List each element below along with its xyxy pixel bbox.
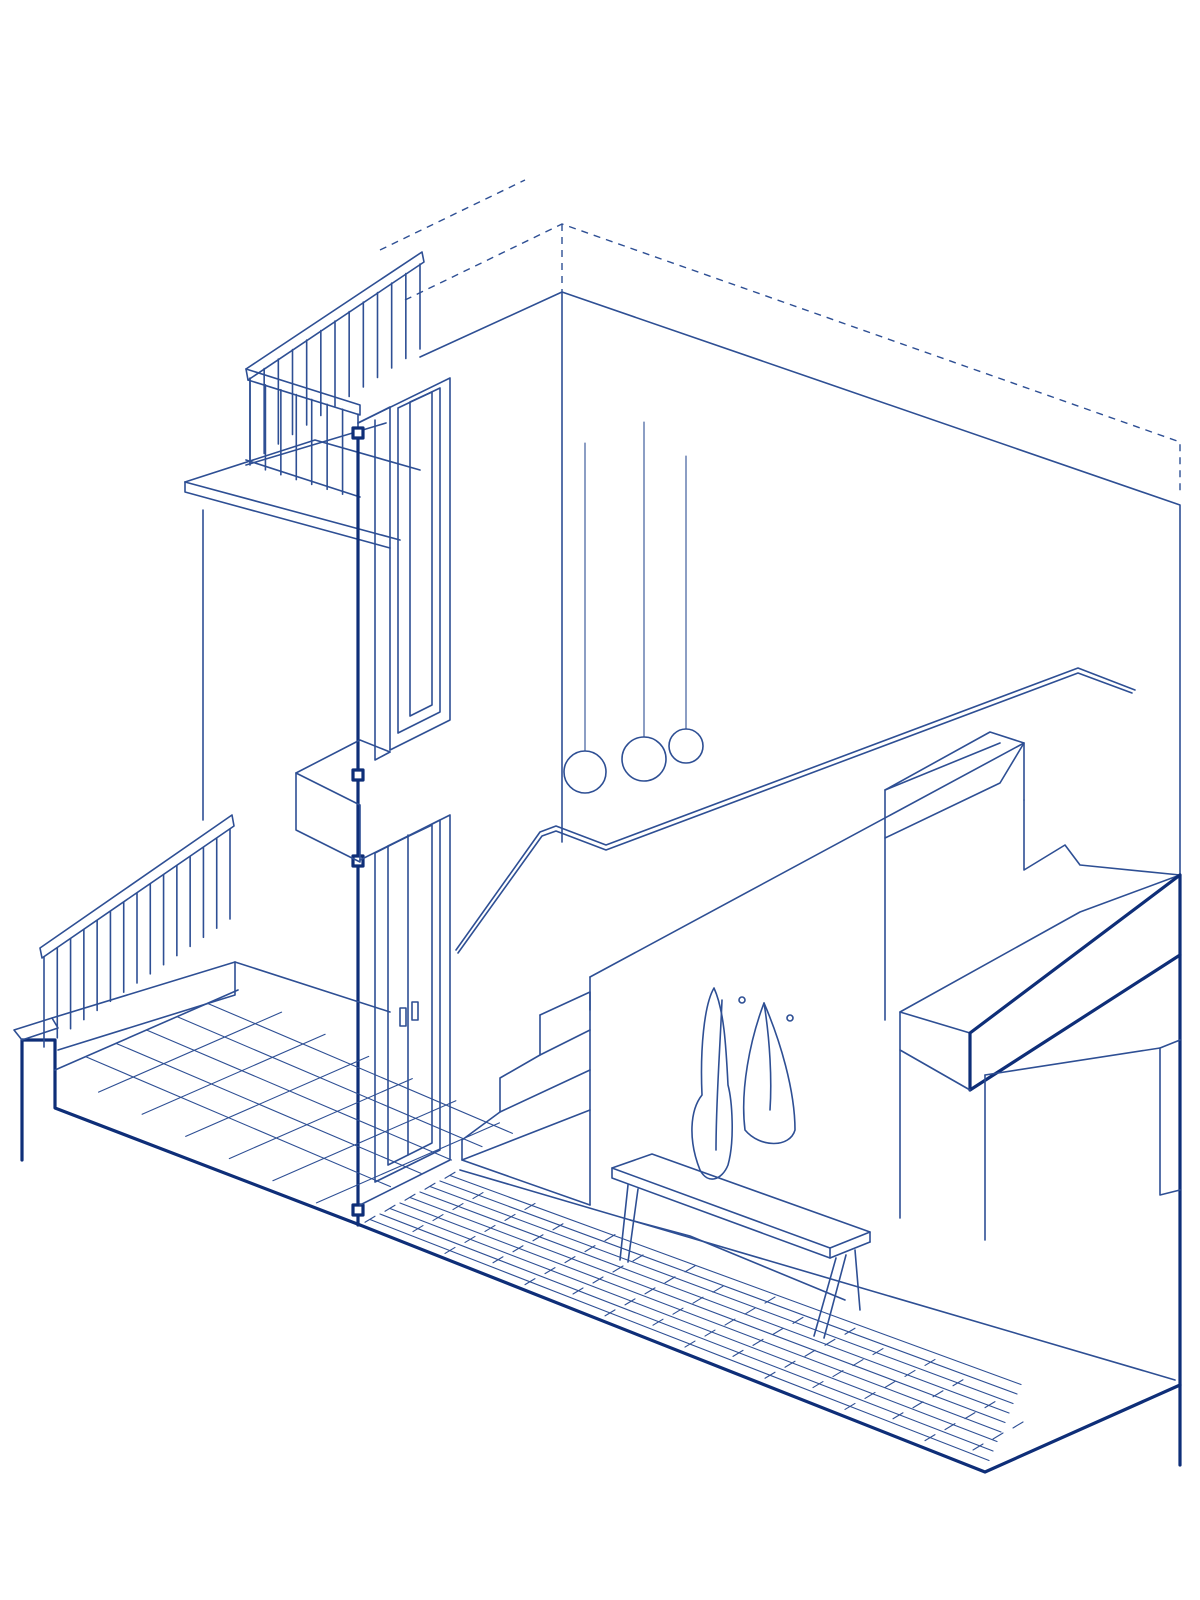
glazed-door-column — [295, 377, 451, 1227]
wood-floor — [358, 1169, 1182, 1474]
stair-landing-block — [461, 731, 1182, 1467]
roof-dashed-outline — [379, 179, 1181, 494]
interior-volume — [184, 291, 1181, 876]
lower-terrace — [13, 814, 514, 1227]
pendant-lamps — [563, 421, 704, 794]
bench — [611, 1153, 871, 1339]
coat-hooks — [691, 987, 796, 1180]
stair-handrail — [455, 667, 1136, 954]
